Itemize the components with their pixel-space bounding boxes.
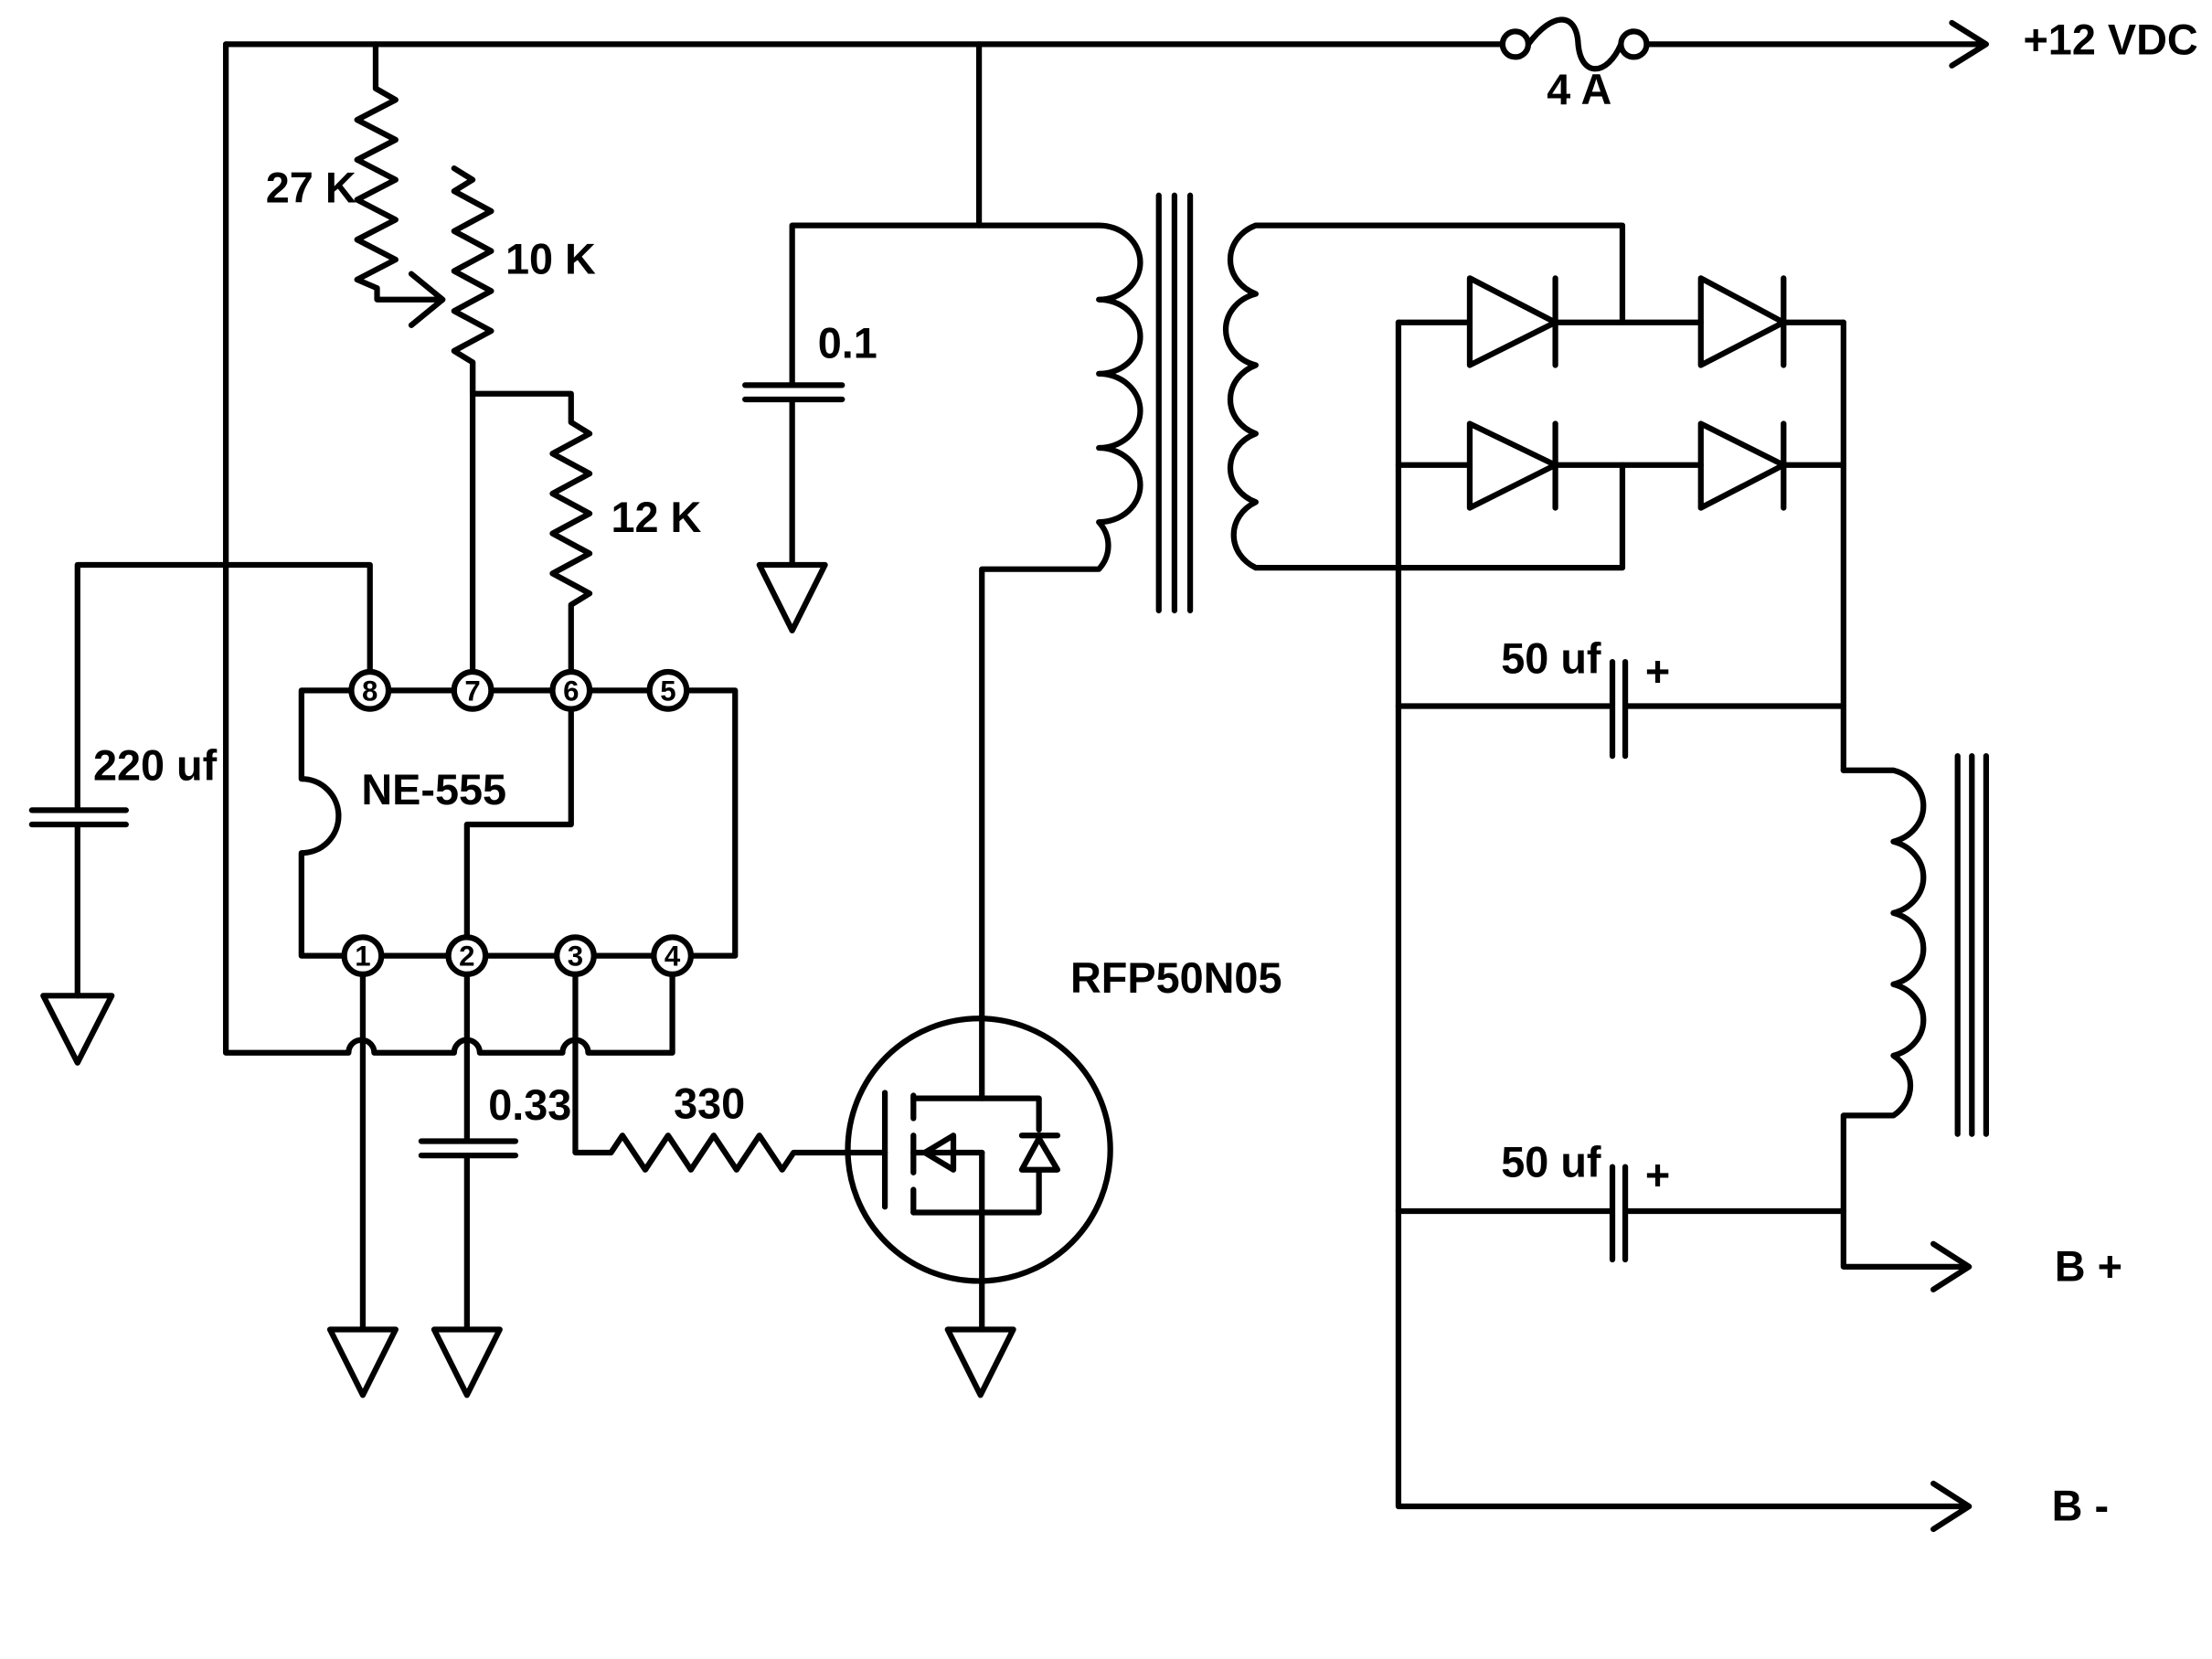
label-330: 330 — [674, 1080, 745, 1128]
ground-symbol — [944, 1326, 1016, 1398]
pin-7: 7 — [464, 675, 480, 707]
output-b-minus: B - — [2052, 1483, 2109, 1530]
capacitor-50uf-top — [1395, 659, 1846, 760]
label-12k: 12 K — [611, 494, 701, 541]
capacitor-50uf-bottom — [1395, 1164, 1846, 1263]
pin-1: 1 — [355, 941, 370, 973]
pin-6: 6 — [563, 675, 579, 707]
mosfet-label: RFP50N05 — [1070, 954, 1282, 1002]
supply-rail — [222, 16, 1990, 72]
transformer-primary — [975, 222, 1143, 1101]
ic-ne555 — [298, 687, 739, 959]
fuse-label: 4 A — [1547, 66, 1611, 113]
resistor-27k — [354, 41, 443, 303]
arrow-b-plus — [1930, 1240, 1973, 1292]
diode-1 — [1466, 275, 1558, 368]
ground-symbol — [326, 1326, 399, 1398]
label-220uf: 220 uf — [93, 742, 218, 790]
transformer-core — [1155, 192, 1194, 614]
label-50uf-bottom: 50 uf — [1501, 1139, 1601, 1186]
mosfet-rfp50n05 — [845, 1016, 1113, 1398]
fuse-symbol — [1525, 16, 1624, 72]
ground-symbol — [40, 993, 115, 1066]
pin-2: 2 — [459, 941, 474, 973]
label-0-33: 0.33 — [488, 1081, 571, 1129]
pin-4: 4 — [665, 941, 681, 973]
pin-8: 8 — [362, 675, 378, 707]
negative-rail — [1395, 319, 1973, 1533]
pin-5: 5 — [660, 675, 675, 707]
diode-bridge — [1395, 275, 1846, 511]
resistor-330 — [572, 971, 888, 1173]
output-b-plus: B + — [2055, 1242, 2122, 1290]
diode-4 — [1697, 420, 1787, 511]
body-diode-small — [921, 1133, 957, 1173]
body-diode — [979, 1133, 1061, 1216]
capacitor-0-33 — [418, 971, 519, 1398]
choke-core — [1954, 753, 1990, 1137]
plus-top: + — [1645, 648, 1670, 696]
plus-bottom: + — [1645, 1152, 1670, 1199]
diode-2 — [1697, 275, 1787, 368]
ic-pins — [341, 668, 694, 978]
transformer-secondary — [1223, 222, 1626, 571]
capacitor-220uf — [28, 561, 373, 1066]
ic-label: NE-555 — [361, 766, 506, 814]
label-27k: 27 K — [266, 165, 356, 212]
pin1-ground — [326, 971, 399, 1398]
resistor-10k — [451, 165, 495, 397]
capacitor-0-1 — [742, 41, 983, 633]
label-10k: 10 K — [505, 236, 596, 283]
supply-label: +12 VDC — [2023, 16, 2197, 63]
ground-symbol — [756, 561, 828, 633]
label-0-1: 0.1 — [818, 320, 877, 367]
diode-3 — [1466, 420, 1558, 511]
pin-3: 3 — [568, 941, 583, 973]
ground-symbol — [431, 1326, 503, 1398]
wiper-arrow — [408, 271, 446, 328]
resistor-12k — [469, 390, 593, 676]
choke-inductor — [1840, 767, 1970, 1270]
label-50uf-top: 50 uf — [1501, 635, 1601, 683]
